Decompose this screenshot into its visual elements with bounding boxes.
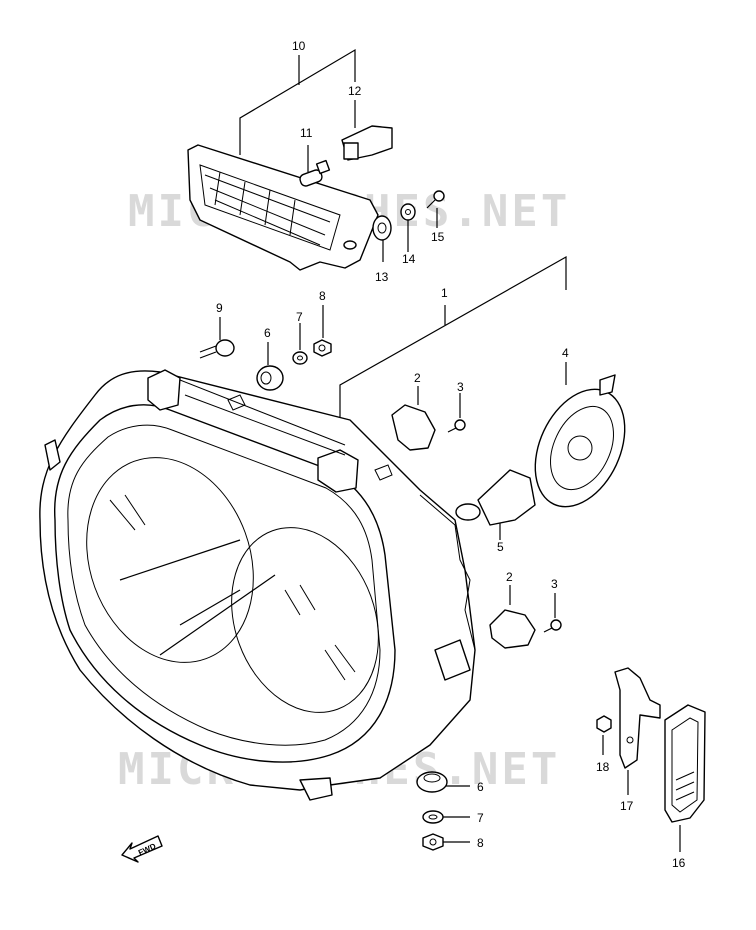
callout-8-top: 8 [319, 289, 326, 303]
screw-9 [199, 317, 235, 359]
screw-3-bottom [543, 593, 562, 633]
headlight-bracket-1 [339, 255, 567, 445]
callout-15: 15 [431, 230, 445, 244]
position-lamp-assembly [187, 48, 379, 271]
callout-7-top: 7 [296, 310, 303, 324]
callout-2-bottom: 2 [506, 570, 513, 584]
nut-18 [596, 715, 612, 755]
headlight-assembly [39, 369, 476, 801]
bracket-17 [614, 667, 661, 795]
callout-10: 10 [292, 39, 306, 53]
fwd-arrow-icon: FWD [121, 835, 163, 863]
nut-8-top [313, 305, 332, 357]
callout-13: 13 [375, 270, 389, 284]
callout-9: 9 [216, 301, 223, 315]
washer-7-bottom [422, 810, 470, 824]
callout-1: 1 [441, 286, 448, 300]
grommet-6-top [256, 342, 284, 391]
grommet-6-bottom [416, 771, 470, 793]
socket-12 [341, 100, 393, 161]
callout-12: 12 [348, 84, 362, 98]
callout-14: 14 [402, 252, 416, 266]
callout-6-top: 6 [264, 326, 271, 340]
callout-6-bottom: 6 [477, 780, 484, 794]
clamp-2-bottom [489, 585, 536, 649]
callout-8-bottom: 8 [477, 836, 484, 850]
callout-2-top: 2 [414, 371, 421, 385]
callout-3-bottom: 3 [551, 577, 558, 591]
screw-15 [426, 190, 445, 228]
bulb-5 [455, 469, 536, 540]
callout-5: 5 [497, 540, 504, 554]
nut-8-bottom [422, 833, 470, 851]
screw-3-top [447, 393, 466, 433]
bulb-socket-cover-4 [534, 362, 626, 508]
callout-11: 11 [300, 126, 313, 140]
callout-16: 16 [672, 856, 686, 870]
reflector-16 [664, 704, 706, 852]
washer-14 [400, 203, 416, 252]
callout-7-bottom: 7 [477, 811, 484, 825]
grommet-13 [372, 215, 392, 262]
callout-4: 4 [562, 346, 569, 360]
callout-3-top: 3 [457, 380, 464, 394]
clamp-2-top [391, 386, 436, 451]
washer-7-top [292, 323, 308, 365]
callout-17: 17 [620, 799, 634, 813]
bulb-11 [299, 145, 331, 187]
callout-18: 18 [596, 760, 610, 774]
